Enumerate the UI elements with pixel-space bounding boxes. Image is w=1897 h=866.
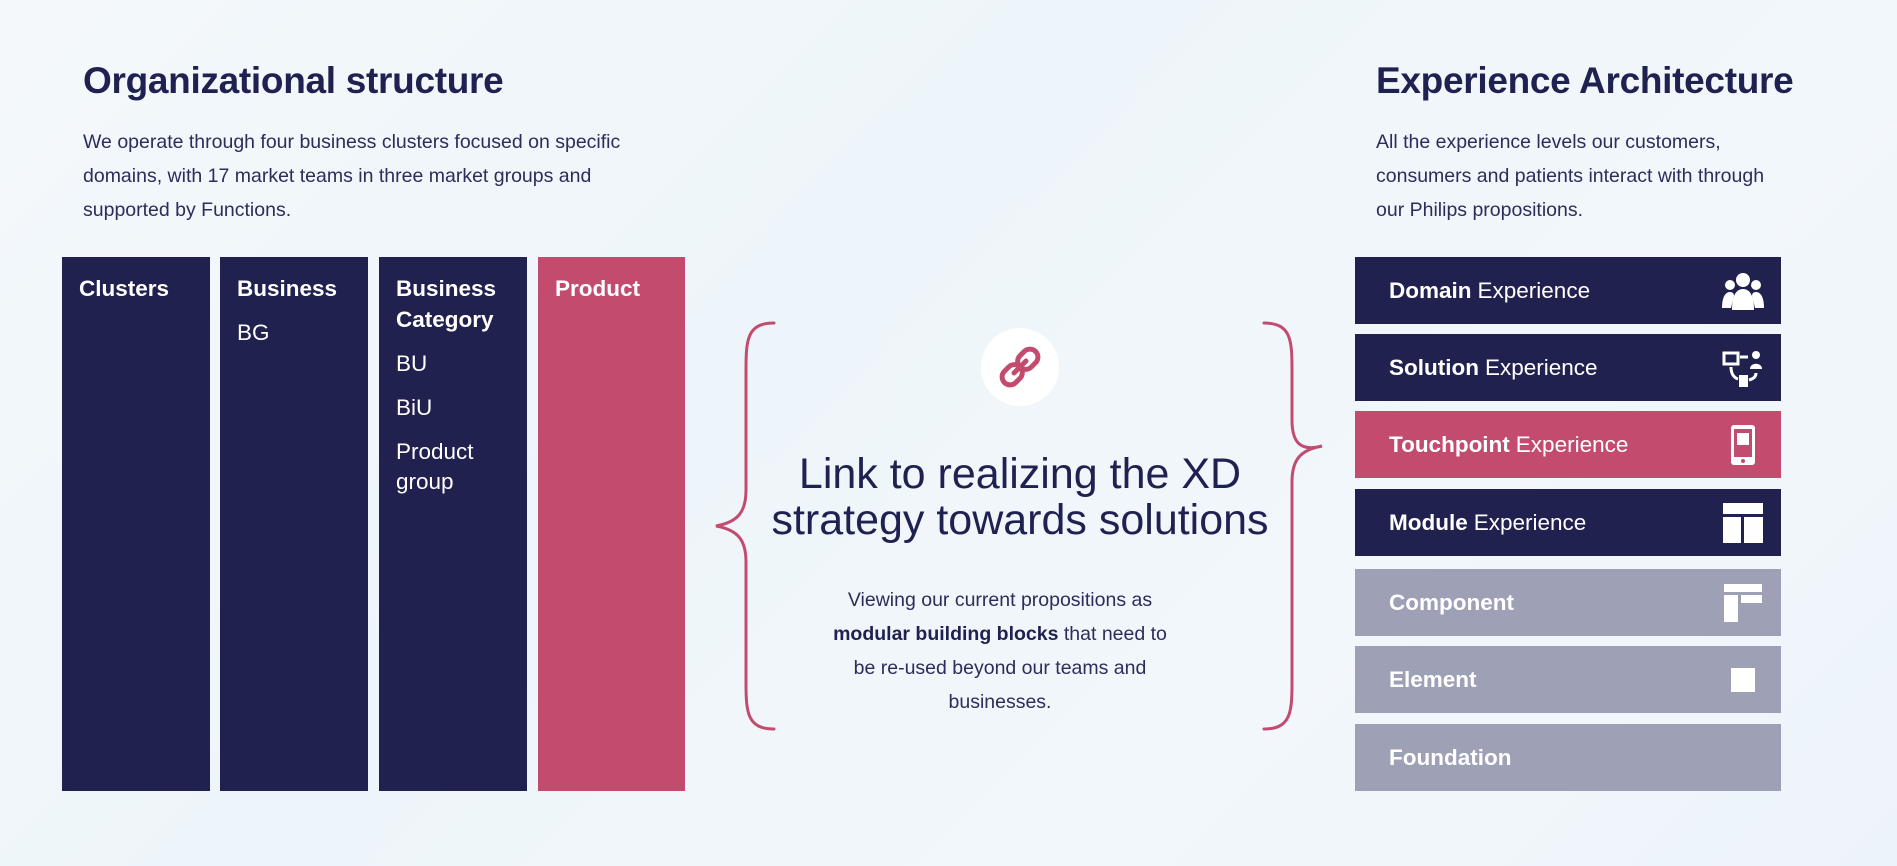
column-heading: Clusters <box>79 276 170 301</box>
column-item: BG <box>237 320 270 345</box>
level-element: Element <box>1355 646 1781 713</box>
experience-architecture-title: Experience Architecture <box>1376 60 1794 101</box>
people-group-icon <box>1721 269 1765 313</box>
level-label: Experience <box>1484 354 1598 380</box>
description-text: that need to be re-used beyond our teams… <box>853 623 1167 713</box>
level-label: Experience <box>1515 431 1629 457</box>
org-structure-title: Organizational structure <box>83 60 504 101</box>
element-square-icon <box>1721 658 1765 702</box>
column-business-category: Business Category BU BiU Product group <box>379 257 527 791</box>
right-brace <box>1262 321 1323 731</box>
left-brace <box>715 321 776 731</box>
column-business: Business BG <box>220 257 368 791</box>
org-structure-intro: We operate through four business cluster… <box>83 131 621 221</box>
column-heading: Business Category <box>396 276 497 332</box>
level-bold-label: Element <box>1389 666 1477 692</box>
level-bold-label: Module <box>1389 509 1468 535</box>
level-bold-label: Solution <box>1389 354 1479 380</box>
component-layout-icon <box>1721 581 1765 625</box>
level-bold-label: Component <box>1389 589 1514 615</box>
center-description: Viewing our current propositions as modu… <box>820 583 1180 719</box>
center-title: Link to realizing the XD strategy toward… <box>771 450 1269 544</box>
level-foundation: Foundation <box>1355 724 1781 791</box>
solution-devices-icon <box>1721 346 1765 390</box>
level-bold-label: Touchpoint <box>1389 431 1510 457</box>
level-bold-label: Foundation <box>1389 744 1512 770</box>
column-item: BU <box>396 351 428 376</box>
level-bold-label: Domain <box>1389 277 1472 303</box>
level-label: Experience <box>1473 509 1587 535</box>
link-icon <box>981 328 1059 406</box>
column-heading: Business <box>237 276 338 301</box>
column-clusters: Clusters <box>62 257 210 791</box>
description-bold-text: modular building blocks <box>833 623 1059 645</box>
experience-architecture-intro: All the experience levels our customers,… <box>1376 131 1765 221</box>
column-item: BiU <box>396 395 433 420</box>
column-heading: Product <box>555 276 641 301</box>
level-label: Experience <box>1477 277 1591 303</box>
module-layout-icon <box>1721 501 1765 545</box>
mobile-device-icon <box>1721 423 1765 467</box>
level-component: Component <box>1355 569 1781 636</box>
column-item: Product group <box>396 439 474 494</box>
column-product: Product <box>538 257 685 791</box>
description-text: Viewing our current propositions as <box>847 589 1153 611</box>
